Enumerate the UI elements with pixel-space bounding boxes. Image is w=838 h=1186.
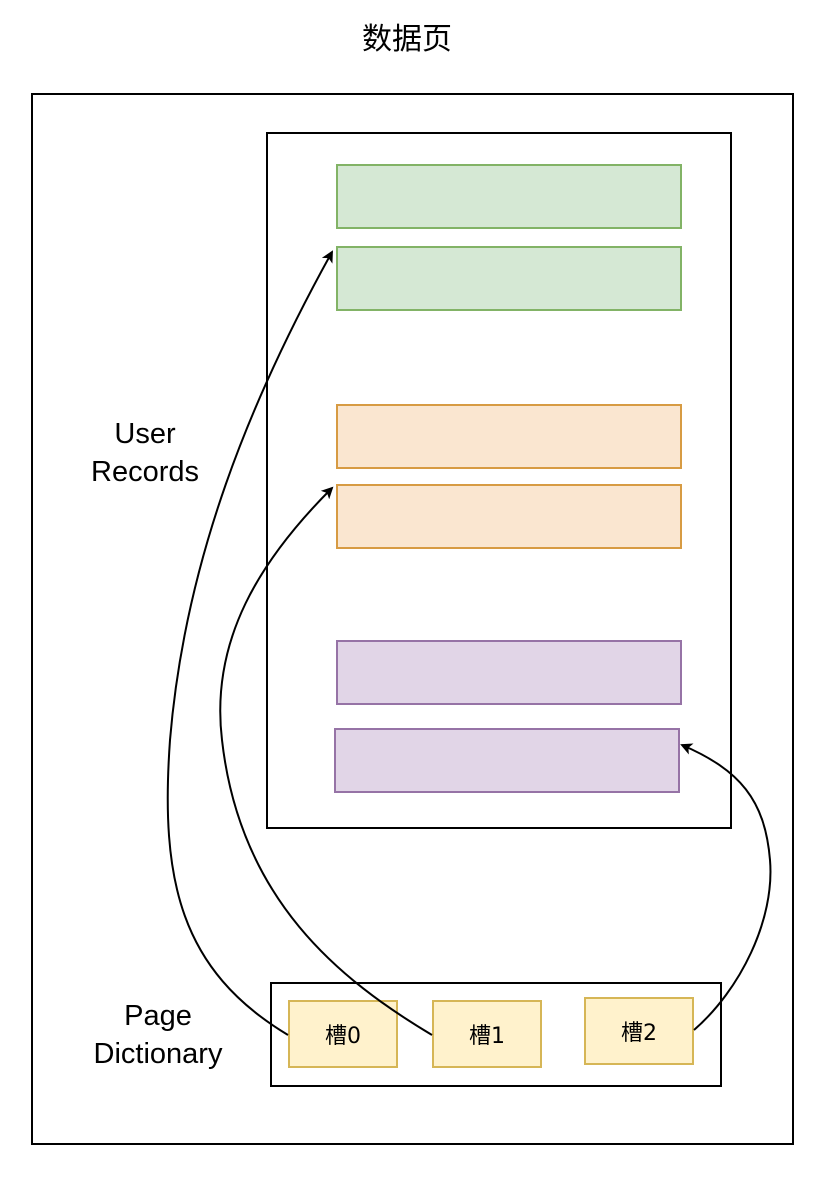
user-records-label-line2: Records (91, 456, 199, 488)
page-dictionary-label-line1: Page (124, 1000, 192, 1032)
page-dictionary-label-line2: Dictionary (93, 1038, 223, 1070)
slot-2-label: 槽2 (621, 1021, 657, 1046)
page-title: 数据页 (362, 22, 452, 57)
user-record-orange-2 (336, 484, 682, 549)
slot-1: 槽1 (432, 1000, 542, 1068)
slot-2: 槽2 (584, 997, 694, 1065)
user-record-purple-1 (336, 640, 682, 705)
user-records-label-line1: User (114, 418, 176, 450)
user-record-orange-1 (336, 404, 682, 469)
data-page-outline (31, 93, 794, 1145)
user-records-label: User Records (80, 415, 210, 491)
user-records-container (266, 132, 732, 829)
user-record-purple-2 (334, 728, 680, 793)
slot-0: 槽0 (288, 1000, 398, 1068)
slot-0-label: 槽0 (325, 1024, 361, 1049)
user-record-green-1 (336, 164, 682, 229)
page-dictionary-label: Page Dictionary (78, 997, 238, 1073)
slot-1-label: 槽1 (469, 1024, 505, 1049)
user-record-green-2 (336, 246, 682, 311)
